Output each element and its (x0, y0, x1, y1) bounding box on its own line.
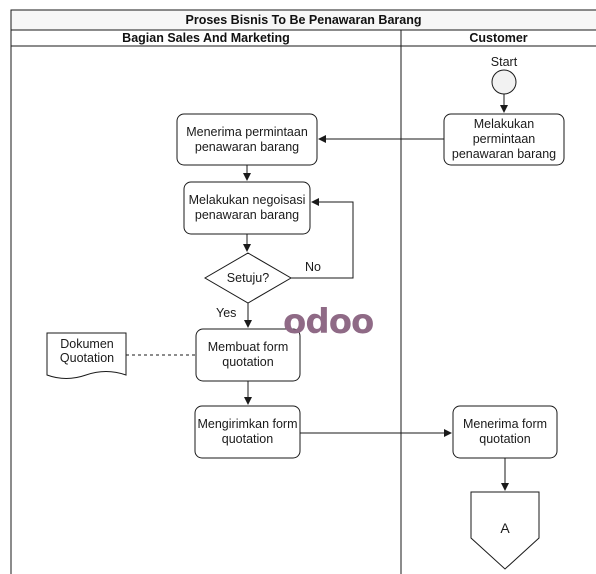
edge-label-yes: Yes (216, 306, 237, 320)
pool-border (10, 9, 596, 574)
title-bar (10, 9, 596, 31)
request-customer-label: Melakukan permintaan penawaran barang (451, 117, 557, 161)
offpage-connector (470, 491, 540, 570)
lane-header-customer: Customer (469, 31, 528, 45)
edge-label-no: No (305, 260, 321, 274)
document-shape (46, 332, 127, 379)
lane-header-sales: Bagian Sales And Marketing (122, 31, 290, 45)
start-node (491, 69, 517, 95)
diagram-title: Proses Bisnis To Be Penawaran Barang (185, 13, 422, 27)
make-quotation-label: Membuat form quotation (207, 340, 289, 369)
document-label: Dokumen Quotation (59, 337, 115, 365)
edge-decision-no-loop (291, 198, 354, 279)
send-form-box (194, 405, 301, 459)
connector-label: A (500, 519, 510, 536)
receive-form-label: Menerima form quotation (462, 417, 548, 446)
decision-label: Setuju? (226, 270, 270, 285)
start-label: Start (490, 55, 518, 69)
odoo-logo: odoo (283, 302, 374, 342)
send-form-label: Mengirimkan form quotation (197, 417, 298, 446)
negotiate-label: Melakukan negoisasi penawaran barang (188, 193, 306, 222)
receive-request-label: Menerima permintaan penawaran barang (186, 124, 308, 154)
